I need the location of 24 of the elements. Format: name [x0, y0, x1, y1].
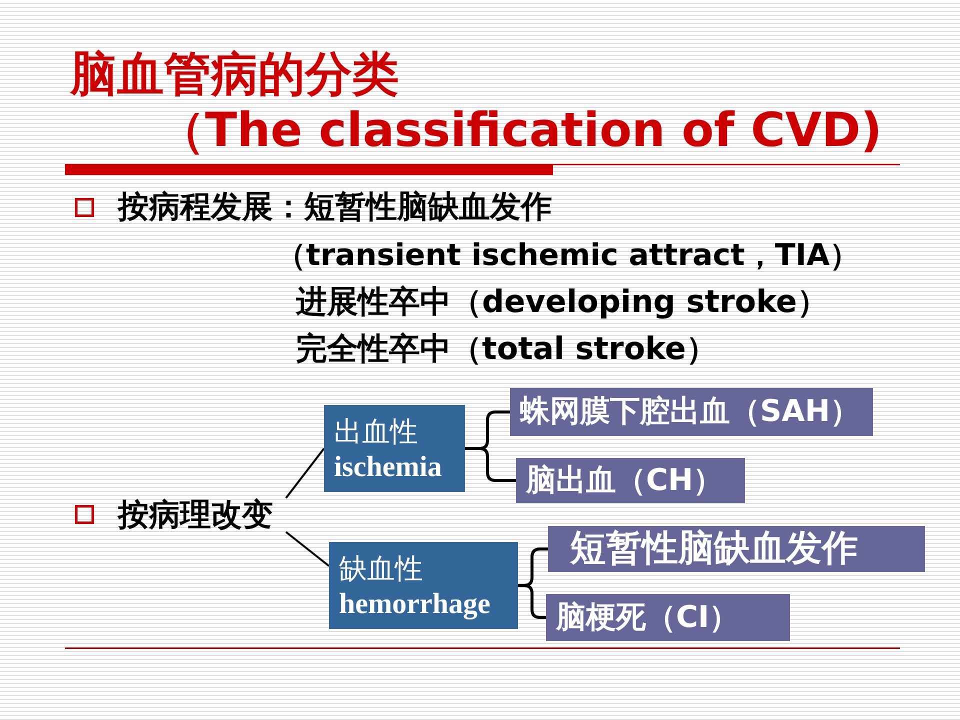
box-label: 短暂性脑缺血发作 — [570, 529, 858, 569]
slide-title: 脑血管病的分类（The classification of CVD) — [70, 47, 884, 159]
box-label: ischemia — [334, 450, 442, 484]
brace-connector — [518, 584, 546, 619]
bullet-text: （transient ischemic attract，TIA） — [276, 237, 860, 275]
bullet-text: 完全性卒中（total stroke） — [296, 330, 717, 369]
subtype-box — [548, 526, 925, 572]
box-label: 脑出血（CH） — [526, 462, 724, 500]
subtype-box — [516, 458, 745, 503]
category-label: 按病理改变 — [114, 496, 286, 534]
box-label: hemorrhage — [339, 586, 490, 620]
bullet-text: 按病程发展：短暂性脑缺血发作 — [118, 188, 552, 227]
category-box — [329, 542, 518, 629]
bullet-text: 进展性卒中（developing stroke） — [296, 283, 828, 322]
subtype-box — [546, 594, 790, 641]
box-label: 出血性 — [334, 414, 418, 450]
box-label: 蛛网膜下腔出血（SAH） — [520, 393, 860, 431]
brace-connector — [465, 447, 516, 482]
connector-line — [285, 448, 325, 499]
subtype-box — [510, 388, 873, 436]
box-label: 脑梗死（CI） — [556, 598, 740, 636]
box-label: 缺血性 — [339, 550, 423, 586]
connector-line — [285, 531, 330, 567]
category-box — [324, 405, 465, 492]
